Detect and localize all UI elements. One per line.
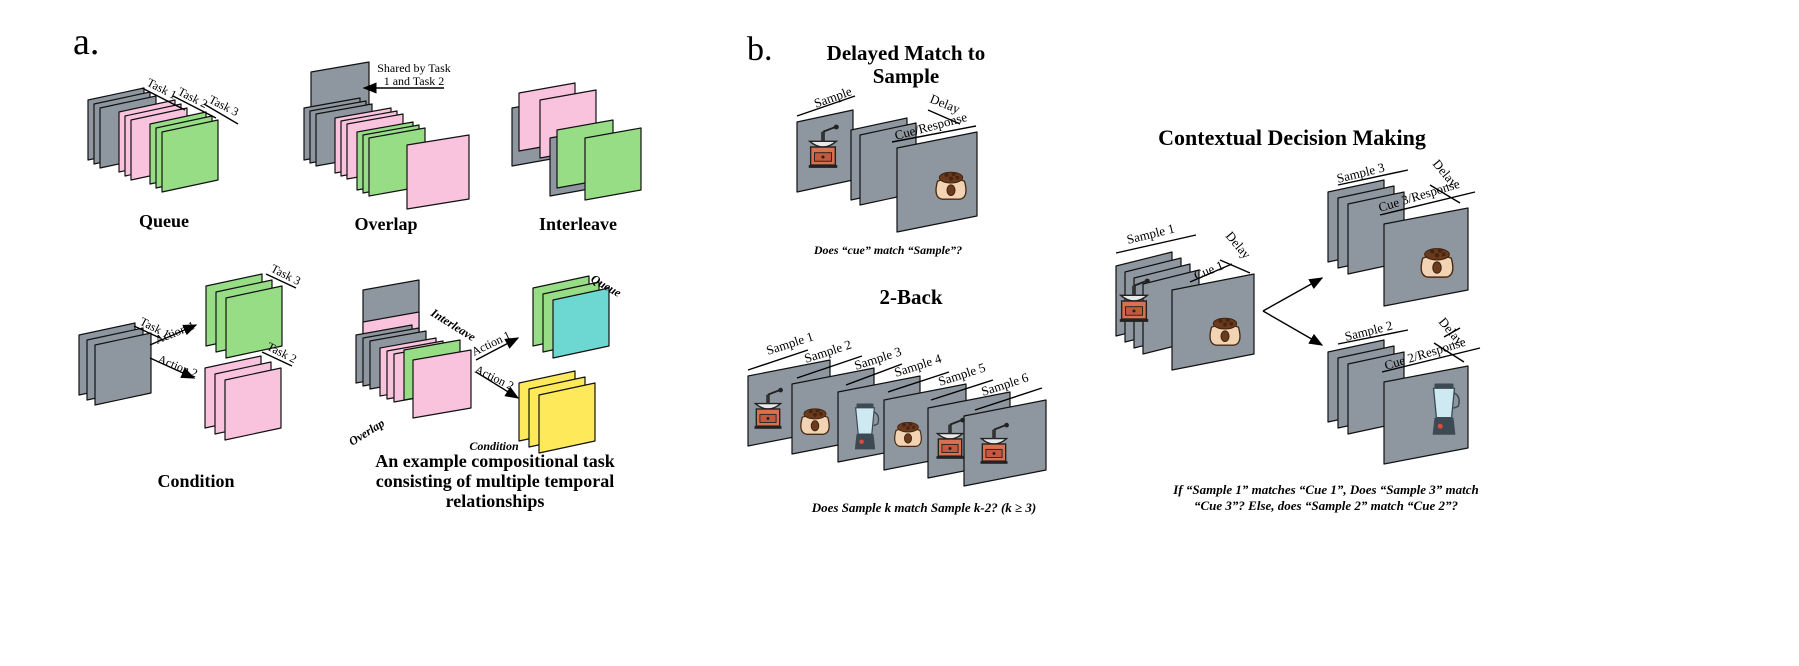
line-layer [133,82,1481,411]
label-line [1115,234,1197,254]
cdm-title: Contextual Decision Making [1158,125,1426,150]
action-arrow [475,337,520,361]
label-line [974,387,1043,411]
shared-note: Shared by Task [377,61,451,75]
label-line [141,87,186,111]
sample-label: Sample [812,83,854,111]
coffee-grinder-icon [1118,278,1150,322]
dms-question: Does “cue” match “Sample”? [813,243,962,257]
delay-label: Delay [1223,228,1255,262]
condition-card [225,285,283,359]
label-line [891,125,977,143]
label-line [930,379,994,401]
coffee-grinder-icon [935,417,965,459]
composition-title: relationships [446,491,545,511]
cdm-question: “Cue 3”? Else, does “Sample 2” match “Cu… [1194,498,1458,513]
cue-label: Cue 1 [1192,257,1226,282]
label-line [1337,169,1409,186]
label-line [887,371,950,393]
sample-label: Sample 1 [1125,221,1176,247]
dms-title: Sample [873,64,940,88]
label-line [203,103,239,125]
coffee-bag-icon [800,408,830,435]
label-line [1189,263,1233,283]
coffee-grinder-icon [807,124,839,168]
label-line [1433,342,1465,363]
condition-card [224,367,282,441]
task-line [261,351,293,367]
label-line [1379,191,1476,216]
label-line [172,95,217,119]
panel-b-letter: b. [747,31,773,68]
coffee-bag-icon [935,171,967,200]
branch-arrow [1262,277,1324,312]
queue-title: Queue [139,211,189,231]
branch-arrow [1262,310,1324,346]
blender-icon [854,403,880,450]
composition-title: consisting of multiple temporal [376,471,615,491]
task-line [265,273,297,289]
action-label: Action 2 [473,362,517,393]
twoback-question: Does Sample k match Sample k-2? (k ≥ 3) [811,500,1037,515]
interleave-card [584,127,642,201]
condition-label: Condition [469,439,519,453]
sample-label: Sample 2 [1343,318,1394,344]
composition-title: An example compositional task [375,451,615,471]
label-line [1381,347,1481,373]
action-arrow [149,357,196,379]
card-layer [78,61,1469,487]
coffee-bag-icon [894,421,922,448]
sample-card [963,399,1047,487]
interleave-title: Interleave [539,214,617,234]
label-line [1429,184,1461,204]
coffee-grinder-icon [753,387,783,429]
coffee-bag-icon [1420,248,1454,278]
overlap-title: Overlap [355,214,418,234]
delay-tick [1443,327,1461,338]
twoback-title: 2-Back [880,285,943,309]
action-arrow [475,371,520,399]
action-label: Action 2 [156,352,200,381]
condition-title: Condition [157,471,234,491]
label-line [747,349,809,371]
cue2-card [1383,365,1469,465]
queue-card [161,119,219,193]
shared-note: 1 and Task 2 [384,74,445,88]
panel-a-letter: a. [73,21,99,63]
coffee-grinder-icon [979,422,1009,464]
label-line [796,95,856,117]
overlap-card [406,134,470,210]
composition-card [538,382,596,454]
task-line [133,325,161,339]
composition-card [412,349,472,419]
action-arrow [149,324,198,346]
label-line [927,109,961,125]
label-line [845,363,903,386]
composition-card [552,287,610,359]
condition-card [94,332,152,406]
blender-icon [1432,383,1460,435]
label-line [796,355,863,379]
overlap-label: Overlap [346,416,387,449]
cdm-question: If “Sample 1” matches “Cue 1”, Does “Sam… [1172,482,1479,497]
dms-title: Delayed Match to [827,41,986,65]
label-line [1219,259,1251,274]
cue1-card [1171,273,1255,371]
coffee-bag-icon [1209,317,1241,346]
label-line [1337,329,1409,345]
icon-layer [753,124,1460,464]
